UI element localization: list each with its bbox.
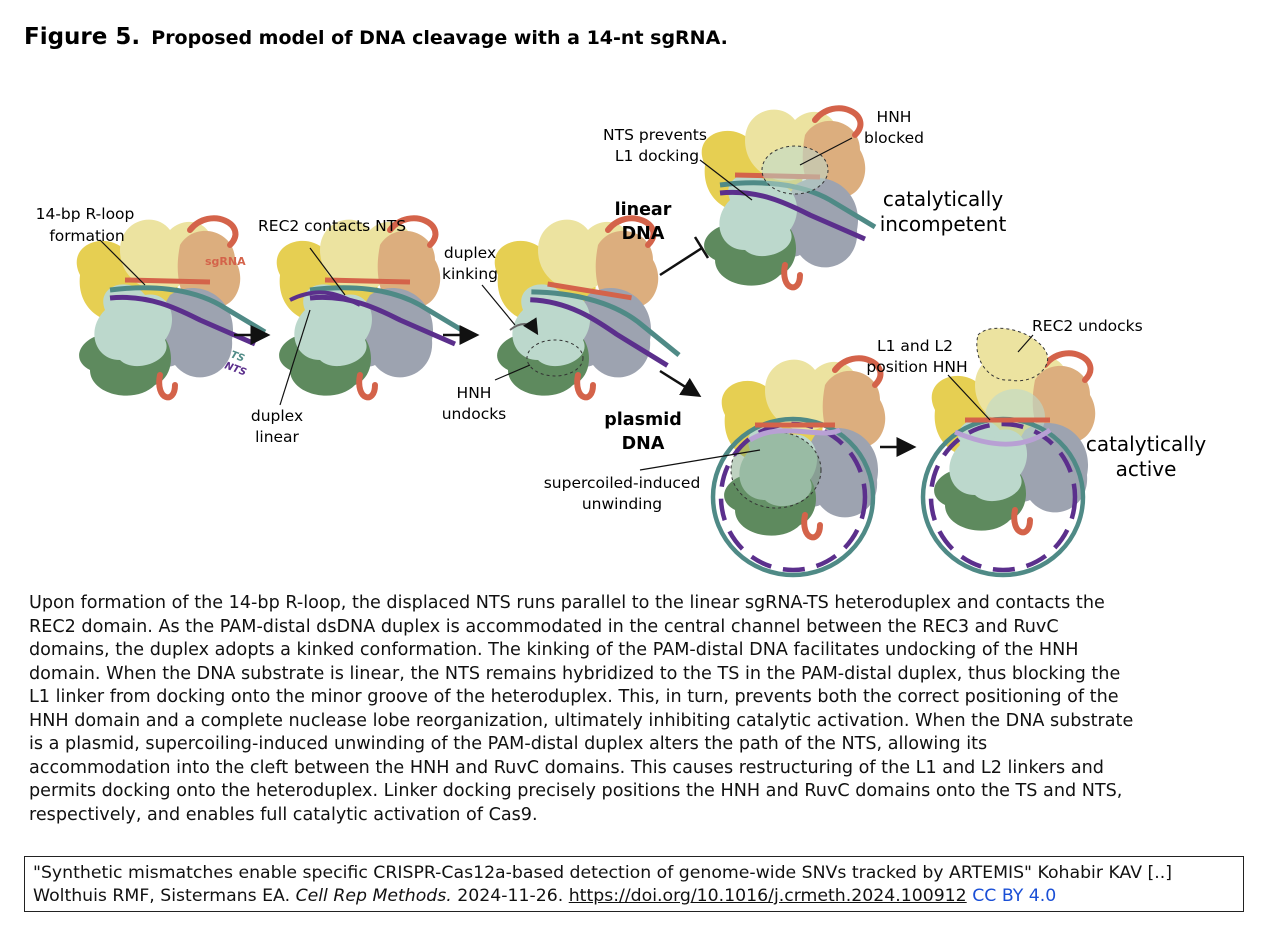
- arrow-to-plasmid: [659, 369, 702, 397]
- license-link[interactable]: CC BY 4.0: [972, 886, 1057, 906]
- label-duplex-kinking-line1: duplex: [444, 244, 496, 262]
- caption-line: HNH domain and a complete nuclease lobe …: [29, 710, 1134, 731]
- citation-authors: Wolthuis RMF, Sistermans EA.: [33, 886, 291, 906]
- figure-caption: Upon formation of the 14-bp R-loop, the …: [29, 592, 1259, 827]
- caption-line: is a plasmid, supercoiling-induced unwin…: [29, 734, 988, 754]
- figure-label: Figure 5.: [24, 24, 141, 50]
- inhibition-arrow: [659, 236, 710, 277]
- stage-rec2-contacts: [277, 218, 465, 406]
- caption-line: Upon formation of the 14-bp R-loop, the …: [29, 593, 1105, 613]
- label-nts: NTS: [223, 360, 248, 378]
- caption-line: respectively, and enables full catalytic…: [29, 804, 538, 825]
- label-duplex-kinking-line2: kinking: [442, 265, 498, 283]
- label-nts-prevents-line2: L1 docking: [615, 147, 699, 165]
- figure-title: Figure 5. Proposed model of DNA cleavage…: [24, 14, 728, 52]
- stage-linear-incompetent: [700, 108, 875, 287]
- label-duplex-linear-line2: linear: [255, 428, 299, 446]
- doi-link[interactable]: https://doi.org/10.1016/j.crmeth.2024.10…: [568, 886, 967, 906]
- stage-active: [920, 327, 1095, 578]
- label-plasmid-line2: DNA: [622, 434, 665, 454]
- label-hnh-undocks-line1: HNH: [457, 384, 492, 402]
- label-ts: TS: [229, 349, 246, 364]
- citation-title: "Synthetic mismatches enable specific CR…: [33, 863, 1172, 883]
- caption-line: accommodation into the cleft between the…: [29, 757, 1104, 778]
- caption-line: domains, the duplex adopts a kinked conf…: [29, 640, 1079, 660]
- label-rec2-contacts: REC2 contacts NTS: [258, 217, 406, 235]
- stage-rloop-formation: [77, 218, 265, 397]
- label-incompetent-line2: incompetent: [880, 212, 1007, 236]
- label-supercoiled-line1: supercoiled-induced: [544, 474, 701, 492]
- label-active-line1: catalytically: [1086, 432, 1207, 456]
- label-supercoiled-line2: unwinding: [582, 495, 662, 513]
- label-rloop-line1: 14-bp R-loop: [36, 205, 135, 223]
- stage-duplex-kinking: [481, 218, 686, 397]
- label-rloop-line2: formation: [49, 227, 124, 245]
- label-plasmid-line1: plasmid: [604, 410, 682, 430]
- label-incompetent-line1: catalytically: [883, 187, 1004, 211]
- citation-date: 2024-11-26.: [457, 886, 564, 906]
- label-hnh-blocked-line2: blocked: [864, 129, 924, 147]
- label-linear-line1: linear: [615, 200, 672, 220]
- label-hnh-blocked-line1: HNH: [877, 108, 912, 126]
- label-sgrna: sgRNA: [205, 255, 246, 268]
- caption-line: REC2 domain. As the PAM-distal dsDNA dup…: [29, 616, 1059, 637]
- label-l1l2-line1: L1 and L2: [877, 337, 953, 355]
- caption-line: domain. When the DNA substrate is linear…: [29, 663, 1121, 684]
- label-nts-prevents-line1: NTS prevents: [603, 126, 707, 144]
- citation-box: "Synthetic mismatches enable specific CR…: [24, 856, 1244, 912]
- label-active-line2: active: [1116, 457, 1177, 481]
- figure-title-text: Proposed model of DNA cleavage with a 14…: [151, 27, 728, 49]
- figure-svg: 14-bp R-loop formation sgRNA TS NTS REC2…: [36, 60, 1207, 578]
- citation-details: Wolthuis RMF, Sistermans EA. Cell Rep Me…: [33, 885, 1233, 908]
- caption-line: permits docking onto the heteroduplex. L…: [29, 781, 1123, 801]
- label-hnh-undocks-line2: undocks: [442, 405, 507, 423]
- figure-graphic: 14-bp R-loop formation sgRNA TS NTS REC2…: [0, 60, 1280, 585]
- label-rec2-undocks: REC2 undocks: [1032, 317, 1143, 335]
- citation-journal: Cell Rep Methods.: [295, 886, 452, 906]
- label-duplex-linear-line1: duplex: [251, 407, 303, 425]
- label-linear-line2: DNA: [622, 224, 665, 244]
- label-l1l2-line2: position HNH: [866, 358, 967, 376]
- stage-plasmid-unwinding: [639, 358, 885, 578]
- caption-line: L1 linker from docking onto the minor gr…: [29, 687, 1119, 707]
